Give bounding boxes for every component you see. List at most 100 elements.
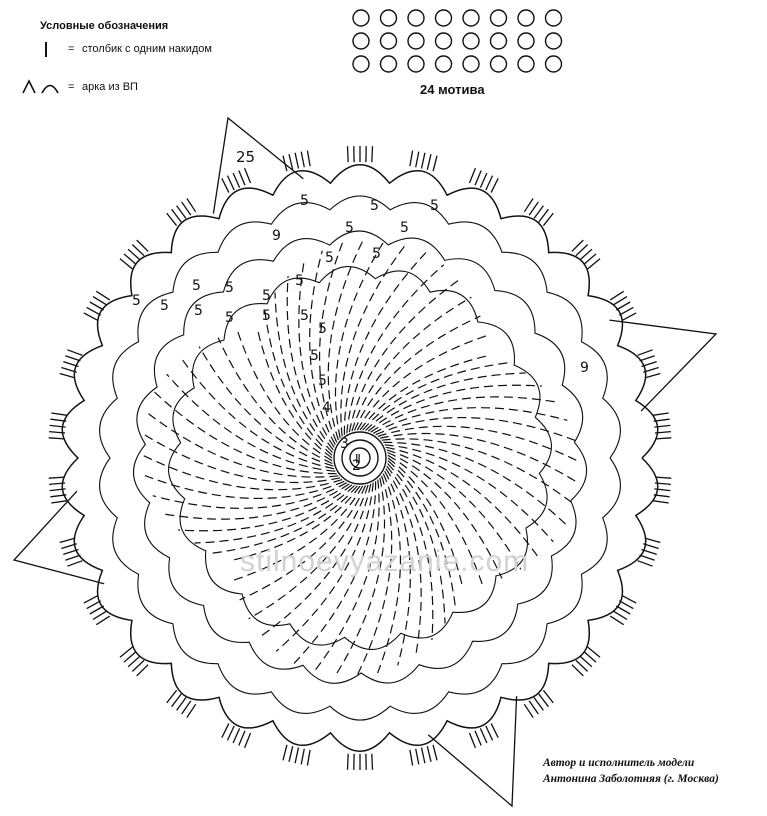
- legend-label-arch: арка из ВП: [82, 81, 138, 93]
- stitch-line: [233, 485, 364, 581]
- stitch-cluster: [409, 744, 438, 766]
- round-number: 5: [318, 373, 327, 389]
- stitch-line: [178, 484, 353, 532]
- stitch-cluster: [346, 146, 374, 163]
- round-number: 5: [310, 348, 319, 364]
- stitch-line: [264, 310, 333, 456]
- round-number: 5: [225, 310, 234, 326]
- stitch-line: [387, 454, 483, 585]
- center-ring: [349, 447, 371, 469]
- stitch-line: [387, 460, 456, 606]
- stitch-line: [152, 482, 348, 509]
- stitch-line: [370, 396, 557, 433]
- motif-count-label: 24 мотива: [420, 82, 485, 97]
- stitch-cluster: [83, 595, 111, 626]
- stitch-line: [385, 468, 422, 655]
- stitch-line: [372, 407, 568, 434]
- stitch-cluster: [48, 412, 68, 440]
- stitch-cluster: [166, 198, 197, 227]
- stitch-line: [217, 337, 333, 465]
- stitch-cluster: [48, 476, 68, 504]
- stitch-cluster: [83, 290, 111, 321]
- stitch-line: [194, 485, 355, 544]
- round-number: 5: [345, 220, 354, 236]
- outer-scallop-edge: [61, 164, 659, 752]
- chain-arch-point: [609, 319, 718, 412]
- stitch-line: [384, 470, 411, 666]
- round-number: 5: [300, 193, 309, 209]
- round-number: 5: [160, 298, 169, 314]
- stitch-line: [377, 473, 402, 674]
- stitch-line: [286, 276, 334, 451]
- stitch-line: [359, 354, 490, 431]
- round-number: 2: [352, 458, 361, 474]
- stitch-cluster: [59, 537, 83, 567]
- stitch-line: [293, 481, 377, 664]
- scallop-ring: [168, 266, 552, 650]
- stitch-line: [386, 465, 434, 640]
- scallop-ring: [132, 230, 588, 684]
- stitch-line: [353, 315, 481, 431]
- stitch-cluster: [652, 476, 672, 504]
- stitch-line: [274, 292, 333, 453]
- legend-item-arch: = арка из ВП: [20, 78, 138, 96]
- stitch-cluster: [523, 198, 554, 227]
- stitch-cluster: [571, 239, 601, 270]
- stitch-line: [298, 261, 335, 448]
- round-number: 5: [300, 308, 309, 324]
- watermark: stilnoevyazanie.com: [240, 545, 530, 578]
- stitch-cluster: [637, 537, 661, 567]
- stitch-line: [384, 444, 554, 543]
- legend-eq: =: [68, 81, 75, 93]
- round-number: 5: [318, 321, 327, 337]
- stitch-line: [144, 475, 345, 500]
- stitch-line: [237, 331, 333, 462]
- stitch-line: [386, 449, 522, 570]
- round-number: 4: [322, 400, 331, 416]
- chain-arch-point: [427, 696, 518, 808]
- legend-eq: =: [68, 43, 75, 55]
- stitch-line: [362, 362, 508, 431]
- stitch-cluster: [282, 150, 311, 172]
- stitch-cluster: [571, 646, 601, 677]
- stitch-cluster: [523, 689, 554, 718]
- stitch-line: [248, 484, 369, 620]
- stitch-line: [348, 279, 460, 433]
- legend-title: Условные обозначения: [40, 20, 169, 32]
- center-label: Ⅱ: [355, 452, 361, 466]
- chain-arch-point: [12, 490, 105, 585]
- legend-label-dc: столбик с одним накидом: [82, 43, 212, 55]
- round-number: 9: [580, 360, 589, 376]
- stitch-cluster: [346, 753, 374, 770]
- stitch-line: [256, 328, 333, 459]
- round-number: 3: [340, 436, 349, 452]
- stitch-line: [387, 457, 464, 588]
- stitch-line: [260, 483, 372, 637]
- round-number: 5: [192, 278, 201, 294]
- stitch-line: [163, 483, 350, 520]
- round-number: 5: [262, 308, 271, 324]
- round-number: 5: [400, 220, 409, 236]
- round-number: 5: [372, 246, 381, 262]
- round-number: 25: [236, 148, 255, 166]
- stitch-line: [275, 482, 374, 652]
- stitch-cluster: [119, 646, 149, 677]
- stitch-cluster: [119, 239, 149, 270]
- round-number: 5: [262, 288, 271, 304]
- stitch-line: [351, 296, 472, 432]
- stitch-line: [230, 485, 361, 562]
- stitch-line: [356, 335, 487, 431]
- stitch-cluster: [637, 349, 661, 379]
- stitch-line: [383, 441, 566, 525]
- stitch-line: [181, 358, 335, 470]
- stitch-line: [212, 485, 358, 554]
- round-number: 9: [272, 228, 281, 244]
- round-number: 5: [430, 198, 439, 214]
- round-number: 5: [225, 280, 234, 296]
- stitch-cluster: [59, 349, 83, 379]
- round-number: 5: [194, 303, 203, 319]
- stitch-cluster: [221, 167, 252, 193]
- stitch-line: [309, 250, 336, 446]
- stitch-line: [198, 346, 334, 467]
